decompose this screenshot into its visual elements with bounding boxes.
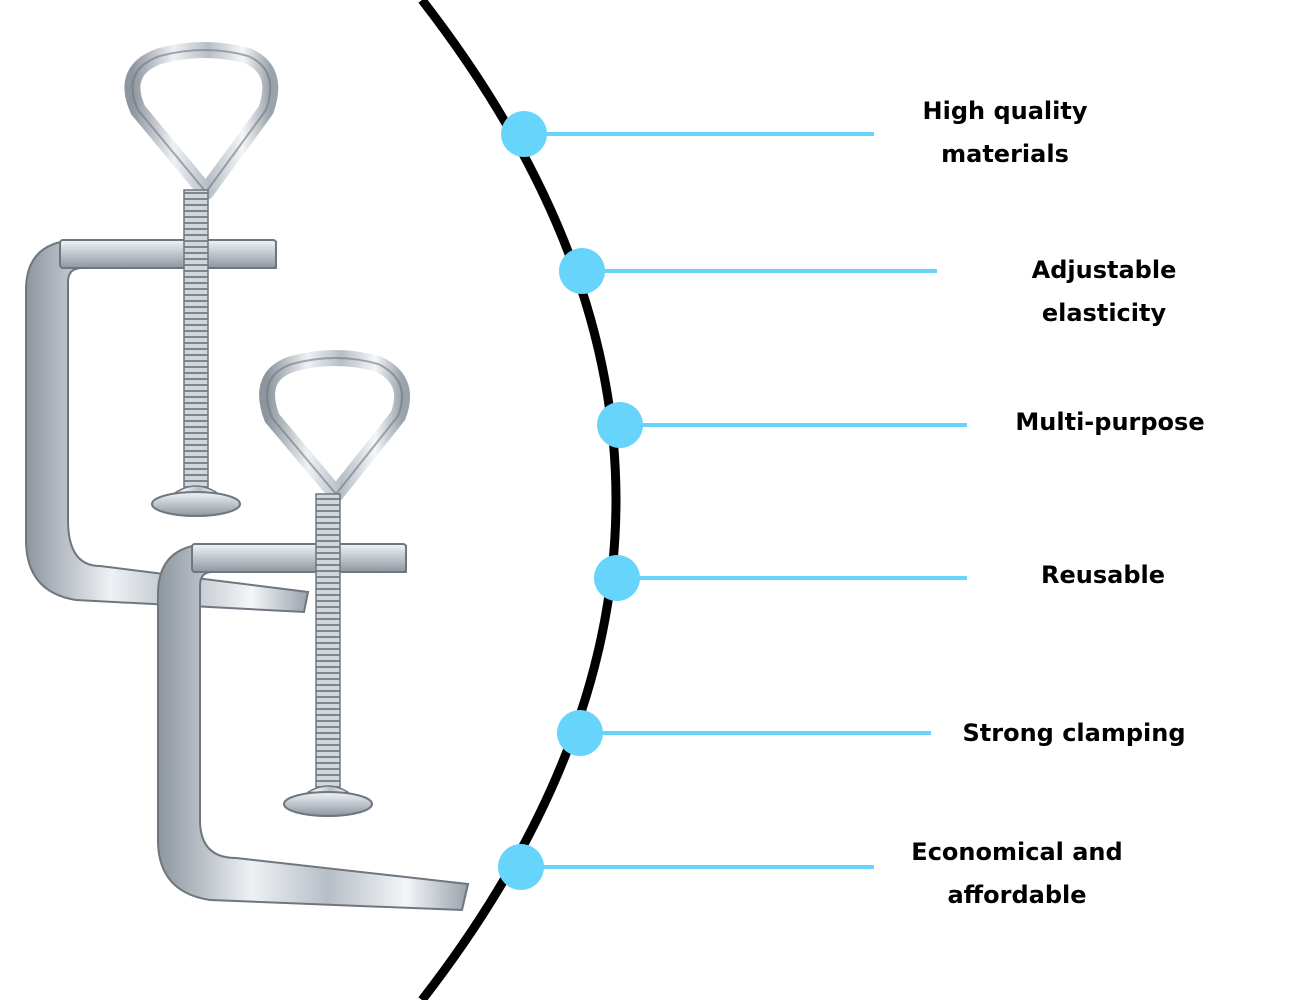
clamp-top-arm bbox=[191, 543, 407, 573]
feature-marker bbox=[501, 111, 874, 157]
feature-label: High quality materials bbox=[922, 97, 1088, 168]
dot-marker-icon bbox=[501, 111, 547, 157]
clamp-eye-handle bbox=[124, 42, 279, 200]
feature-marker bbox=[594, 555, 967, 601]
feature-marker bbox=[498, 844, 874, 890]
feature-marker bbox=[597, 402, 967, 448]
dot-marker-icon bbox=[559, 248, 605, 294]
dot-marker-icon bbox=[597, 402, 643, 448]
clamp-frame bbox=[157, 542, 470, 912]
feature-markers bbox=[498, 111, 967, 890]
dot-marker-icon bbox=[557, 710, 603, 756]
dot-marker-icon bbox=[498, 844, 544, 890]
feature-marker bbox=[559, 248, 937, 294]
feature-marker bbox=[557, 710, 931, 756]
feature-label: Reusable bbox=[1040, 561, 1166, 589]
feature-label: Adjustable elasticity bbox=[1031, 256, 1177, 327]
clamp-screw bbox=[315, 493, 341, 795]
feature-label: Strong clamping bbox=[962, 719, 1186, 747]
clamp-top-arm bbox=[59, 239, 277, 269]
feature-label: Multi-purpose bbox=[1015, 408, 1205, 436]
clamp-eye-handle bbox=[259, 350, 410, 502]
feature-label: Economical and affordable bbox=[911, 838, 1123, 909]
c-clamp-icon bbox=[157, 350, 470, 912]
clamp-screw bbox=[183, 189, 209, 491]
c-clamp-icon bbox=[25, 42, 310, 614]
dot-marker-icon bbox=[594, 555, 640, 601]
